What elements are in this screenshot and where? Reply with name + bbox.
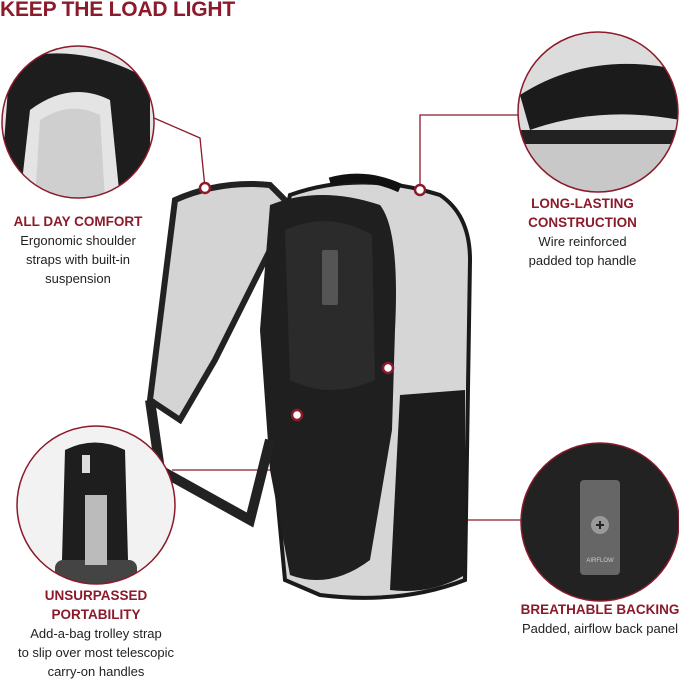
feature-body-line: suspension: [45, 271, 111, 286]
callout-dots: [198, 181, 427, 422]
feature-heading: CONSTRUCTION: [528, 215, 637, 230]
feature-portability: UNSURPASSED PORTABILITY Add-a-bag trolle…: [0, 586, 192, 681]
detail-trolley-strap: [16, 425, 176, 585]
feature-body-line: padded top handle: [528, 253, 637, 268]
page-title: KEEP THE LOAD LIGHT: [0, 0, 235, 21]
detail-airflow-panel: AIRFLOW: [520, 442, 679, 602]
feature-heading: UNSURPASSED PORTABILITY: [44, 588, 148, 622]
svg-text:AIRFLOW: AIRFLOW: [586, 558, 614, 564]
feature-comfort: ALL DAY COMFORT Ergonomic shoulder strap…: [0, 212, 156, 288]
feature-body-line: Add-a-bag trolley strap: [30, 626, 162, 641]
feature-body-line: Wire reinforced: [538, 234, 627, 249]
product-illustration: AIRFLOW: [1, 31, 679, 602]
detail-top-handle: [517, 31, 679, 193]
feature-body-line: Ergonomic shoulder: [20, 233, 136, 248]
feature-heading: BREATHABLE BACKING: [520, 602, 679, 617]
detail-shoulder-straps: [1, 45, 155, 199]
feature-heading: ALL DAY COMFORT: [13, 214, 143, 229]
feature-heading: LONG-LASTING: [531, 196, 634, 211]
feature-body-line: carry-on handles: [47, 664, 145, 679]
feature-body-line: Padded, airflow back panel: [521, 621, 679, 636]
feature-body-line: to slip over most telescopic: [17, 645, 175, 660]
feature-body-line: straps with built-in: [25, 252, 131, 267]
backpack-image: [145, 173, 473, 600]
feature-construction: LONG-LASTING CONSTRUCTION Wire reinforce…: [500, 194, 665, 270]
feature-backing: BREATHABLE BACKING Padded, airflow back …: [515, 600, 679, 638]
